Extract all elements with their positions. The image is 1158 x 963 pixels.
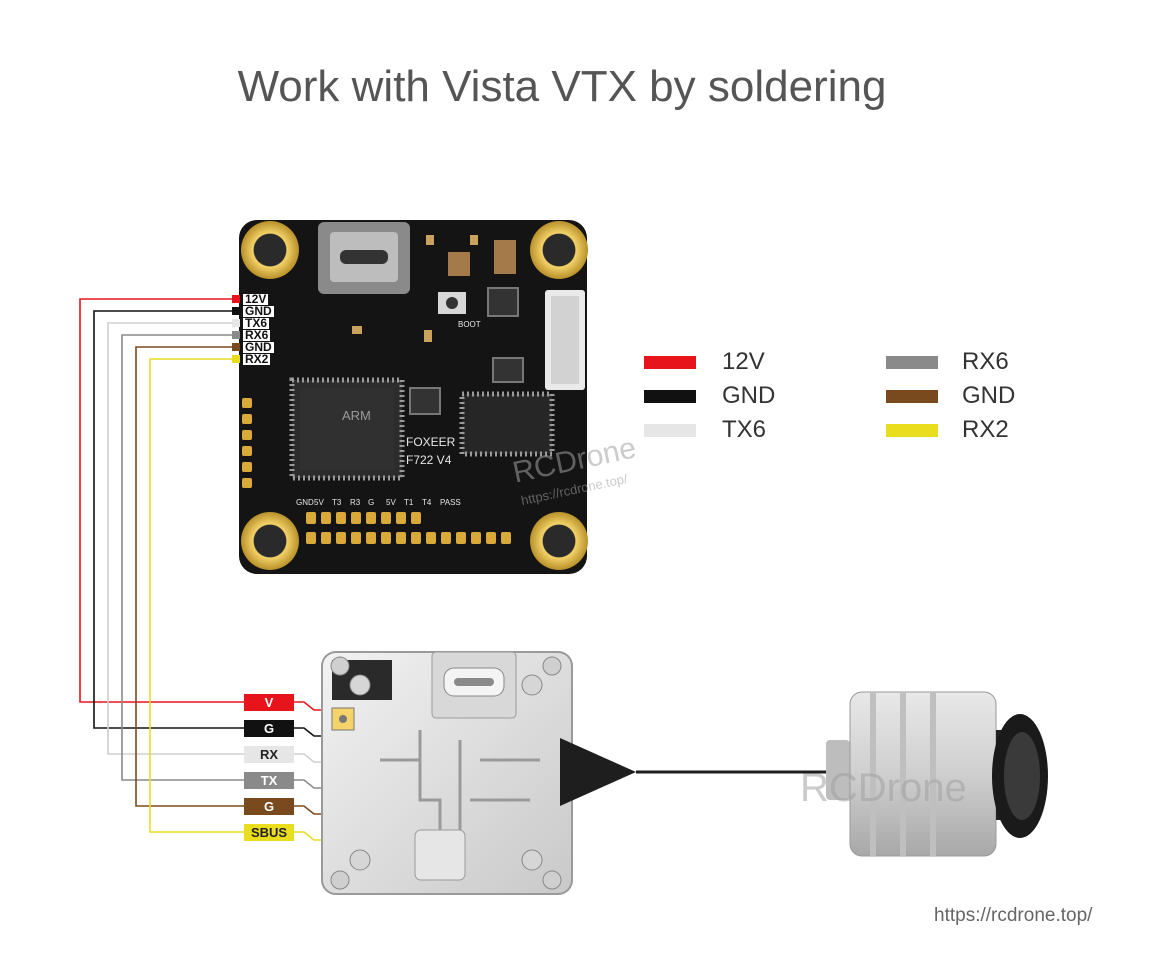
fc-bottom-pad bbox=[381, 512, 391, 524]
fc-pad-label: GND bbox=[243, 340, 274, 354]
fc-bottom-label: T4 bbox=[422, 498, 432, 507]
fc-bottom-label: T1 bbox=[404, 498, 414, 507]
vtx-pin-label: SBUS bbox=[244, 824, 294, 841]
legend-label: 12V bbox=[722, 348, 765, 375]
mount-hole bbox=[530, 221, 588, 279]
vtx-pin-label: V bbox=[244, 694, 294, 711]
osd-chip bbox=[459, 391, 555, 457]
legend-label: RX2 bbox=[962, 416, 1009, 443]
fc-side-pad bbox=[242, 414, 252, 424]
fc-pad-label: RX2 bbox=[243, 352, 271, 366]
fc-bottom-label: 5V bbox=[314, 498, 324, 507]
fc-bottom-pad bbox=[471, 532, 481, 544]
fc-bottom-pad bbox=[381, 532, 391, 544]
fc-bottom-label: GND bbox=[296, 498, 314, 507]
legend-swatch bbox=[644, 356, 696, 369]
wire bbox=[149, 358, 326, 841]
vista-vtx-unit bbox=[321, 651, 573, 895]
fc-boot-text: BOOT bbox=[458, 320, 481, 329]
fc-bottom-pad bbox=[396, 512, 406, 524]
fc-side-pad bbox=[242, 478, 252, 488]
fc-pad bbox=[232, 307, 240, 315]
fc-bottom-pad bbox=[306, 532, 316, 544]
fc-bottom-pad bbox=[321, 512, 331, 524]
wire bbox=[79, 298, 326, 711]
fc-bottom-label: G bbox=[368, 498, 374, 507]
fc-pad bbox=[232, 355, 240, 363]
vtx-pin-label: TX bbox=[244, 772, 294, 789]
legend-swatch bbox=[886, 390, 938, 403]
page-title: Work with Vista VTX by soldering bbox=[237, 62, 887, 111]
camera bbox=[826, 691, 1048, 857]
fc-bottom-pad bbox=[306, 512, 316, 524]
fc-pad-label: GND bbox=[243, 304, 274, 318]
legend-label: GND bbox=[722, 382, 776, 409]
fc-bottom-pad bbox=[321, 532, 331, 544]
fc-pad bbox=[232, 295, 240, 303]
fc-bottom-pad bbox=[411, 512, 421, 524]
fc-pad-label: 12V bbox=[243, 292, 269, 306]
fc-pad bbox=[232, 343, 240, 351]
fc-bottom-pad bbox=[411, 532, 421, 544]
fc-bottom-pad bbox=[351, 532, 361, 544]
fc-bottom-pad bbox=[441, 532, 451, 544]
fc-side-pad bbox=[242, 446, 252, 456]
watermark-brand-camera: RCDrone bbox=[800, 766, 967, 810]
fc-pad bbox=[232, 319, 240, 327]
fc-bottom-pad bbox=[366, 532, 376, 544]
legend-swatch bbox=[644, 390, 696, 403]
camera-cable bbox=[560, 738, 850, 806]
mount-hole bbox=[241, 512, 299, 570]
legend-label: TX6 bbox=[722, 416, 767, 443]
wire bbox=[121, 334, 326, 789]
mount-hole bbox=[241, 221, 299, 279]
vtx-pin-label: RX bbox=[244, 746, 294, 763]
fc-bottom-pad bbox=[426, 532, 436, 544]
legend-label: RX6 bbox=[962, 348, 1009, 375]
fc-side-pad bbox=[242, 398, 252, 408]
fc-bottom-label: T3 bbox=[332, 498, 342, 507]
wires bbox=[79, 298, 326, 841]
vtx-pin-label: G bbox=[244, 798, 294, 815]
fc-bottom-pad bbox=[486, 532, 496, 544]
fc-bottom-label: PASS bbox=[440, 498, 461, 507]
legend-label: GND bbox=[962, 382, 1016, 409]
wire bbox=[135, 346, 326, 815]
fc-bottom-pad bbox=[456, 532, 466, 544]
fc-model-text: F722 V4 bbox=[406, 453, 452, 467]
legend-swatch bbox=[886, 424, 938, 437]
wire bbox=[93, 310, 326, 737]
fc-bottom-pad bbox=[336, 512, 346, 524]
mount-hole bbox=[530, 512, 588, 570]
fc-pad-label: RX6 bbox=[243, 328, 271, 342]
fc-bottom-pad bbox=[366, 512, 376, 524]
fc-bottom-pad bbox=[501, 532, 511, 544]
fc-bottom-pad bbox=[336, 532, 346, 544]
fc-pad-label: TX6 bbox=[243, 316, 270, 330]
fc-side-pad bbox=[242, 430, 252, 440]
footer-url: https://rcdrone.top/ bbox=[934, 905, 1093, 926]
legend-swatch bbox=[644, 424, 696, 437]
fc-bottom-label: 5V bbox=[386, 498, 396, 507]
fc-chip-text: ARM bbox=[342, 408, 371, 423]
fc-pad bbox=[232, 331, 240, 339]
vtx-pin-label: G bbox=[244, 720, 294, 737]
fc-bottom-pad bbox=[351, 512, 361, 524]
fc-bottom-pad bbox=[396, 532, 406, 544]
fc-side-pad bbox=[242, 462, 252, 472]
fc-bottom-label: R3 bbox=[350, 498, 361, 507]
fc-brand-text: FOXEER bbox=[406, 435, 456, 449]
wire bbox=[107, 322, 326, 763]
legend-swatch bbox=[886, 356, 938, 369]
